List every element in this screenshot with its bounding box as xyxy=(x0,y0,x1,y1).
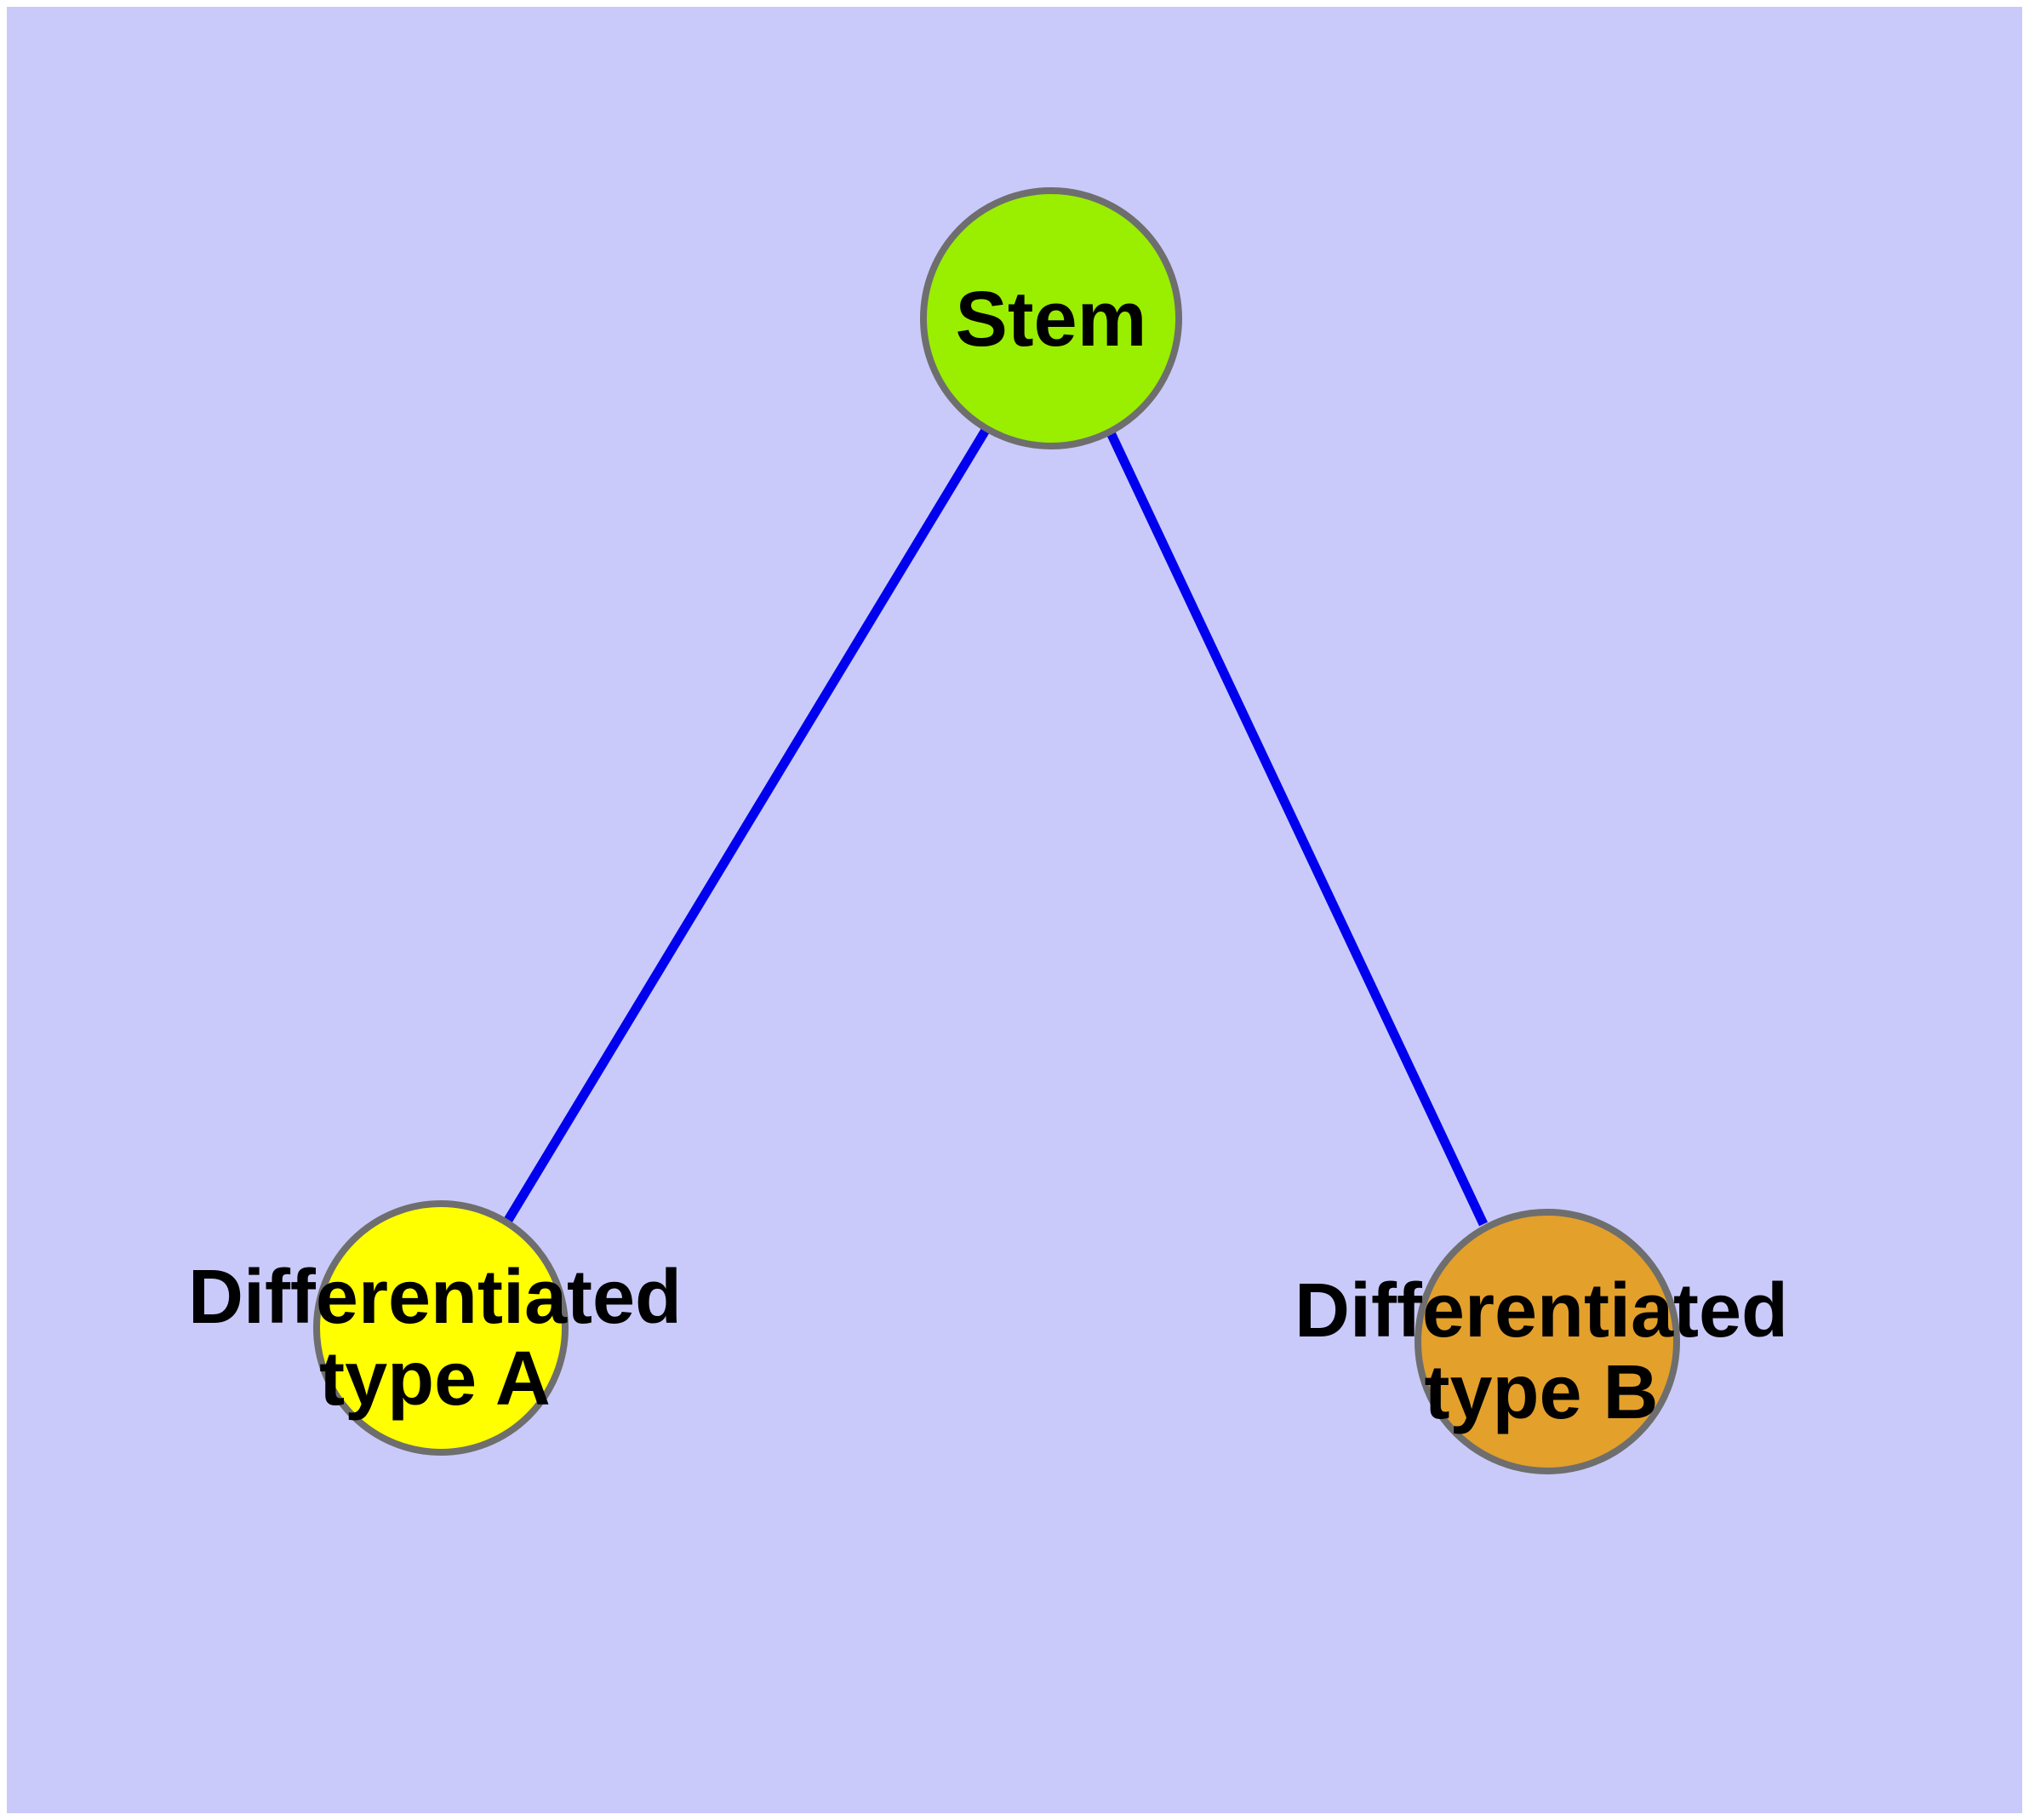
node-differentiated-type-b-label-line-1: Differentiated xyxy=(1295,1268,1788,1354)
node-link-graph: Stem Differentiated type A Differentiate… xyxy=(188,187,1788,1474)
edge-layer xyxy=(500,425,1488,1228)
node-stem-label: Stem xyxy=(956,276,1147,363)
edge-stem-to-differentiated-type-b[interactable] xyxy=(1104,425,1488,1227)
node-stem-circle[interactable] xyxy=(920,187,1182,449)
node-differentiated-type-b[interactable]: Differentiated type B xyxy=(1295,1209,1788,1474)
diagram-plot-area: Stem Differentiated type A Differentiate… xyxy=(7,7,2022,1813)
node-differentiated-type-a-circle[interactable] xyxy=(313,1200,569,1456)
node-differentiated-type-a-label-line-2: type A xyxy=(319,1336,551,1422)
edge-stem-to-differentiated-type-a[interactable] xyxy=(500,425,992,1228)
node-stem[interactable]: Stem xyxy=(920,187,1182,449)
node-differentiated-type-a-label-line-1: Differentiated xyxy=(188,1255,682,1340)
node-differentiated-type-a[interactable]: Differentiated type A xyxy=(188,1200,682,1456)
node-differentiated-type-b-circle[interactable] xyxy=(1415,1209,1680,1474)
node-differentiated-type-b-label-line-2: type B xyxy=(1424,1350,1658,1435)
node-layer: Stem Differentiated type A Differentiate… xyxy=(188,187,1788,1474)
